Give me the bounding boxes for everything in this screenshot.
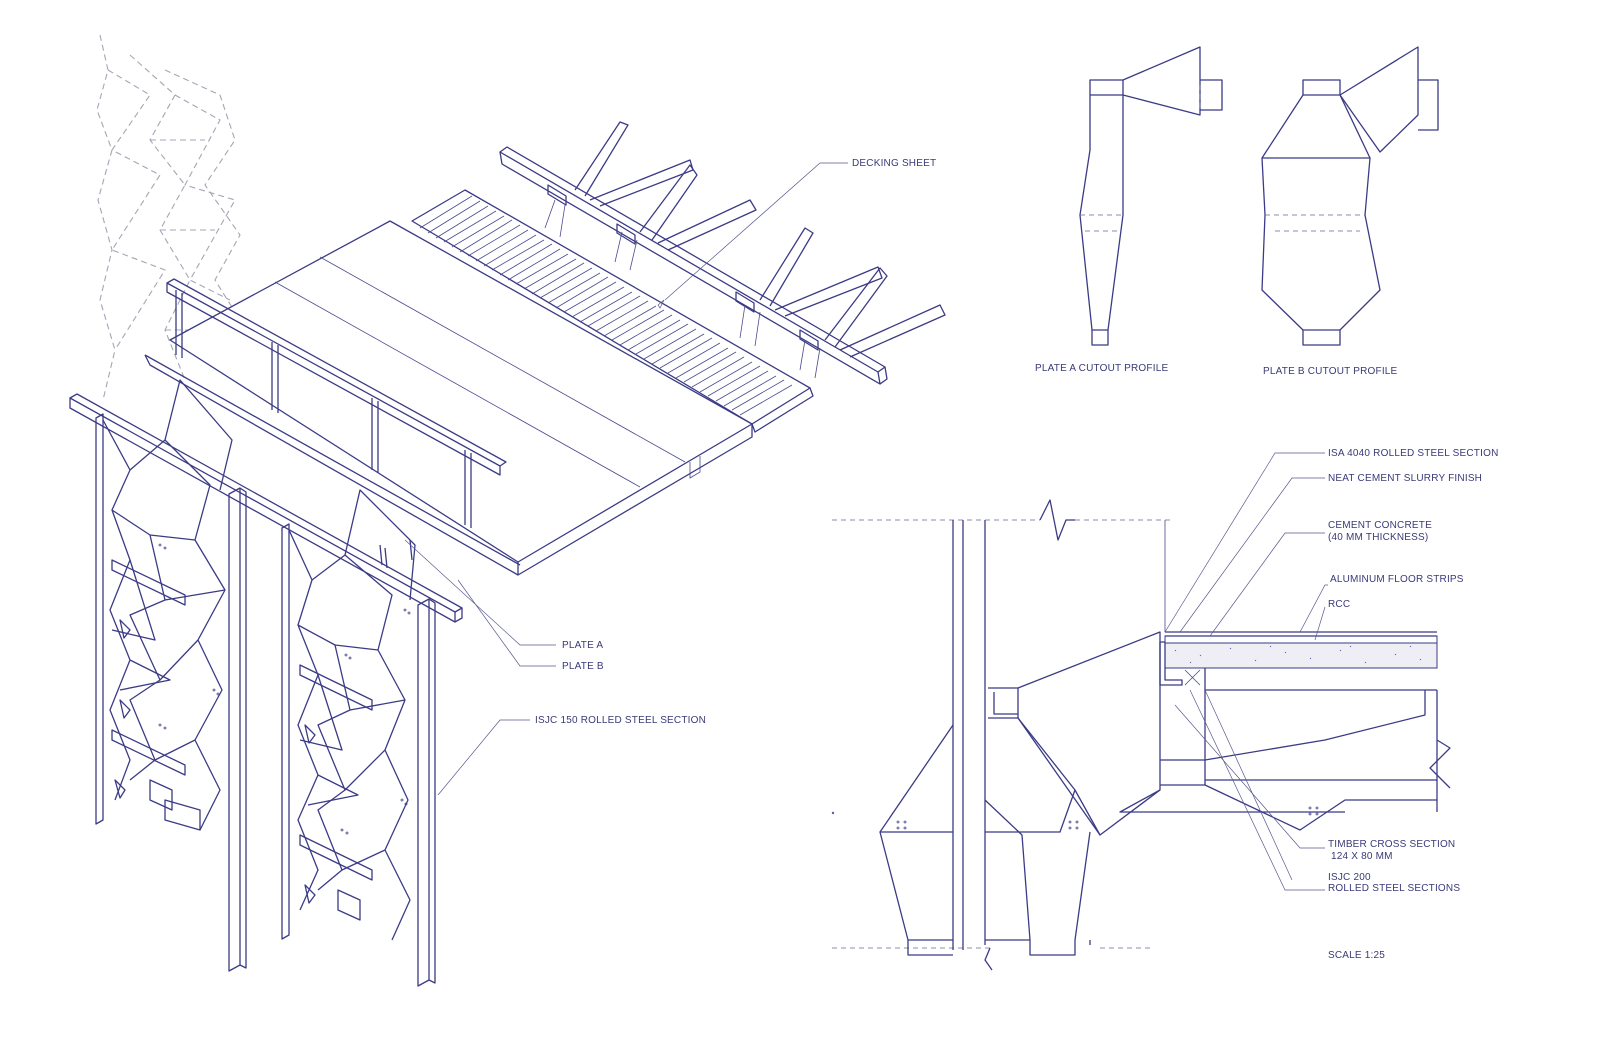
deck-slab — [144, 220, 753, 576]
left-column-assembly — [69, 379, 463, 972]
label-isa-4040: ISA 4040 ROLLED STEEL SECTION — [1328, 448, 1499, 459]
plate-b-profile — [1261, 46, 1439, 346]
corrugated-decking — [411, 189, 814, 433]
label-plate-a: PLATE A — [562, 640, 603, 651]
label-cement-concrete: CEMENT CONCRETE — [1328, 520, 1432, 531]
label-plate-b: PLATE B — [562, 661, 604, 672]
roof-truss-assembly — [499, 121, 946, 385]
iso-callouts: DECKING SHEET PLATE A PLATE B ISJC 150 R… — [404, 158, 936, 796]
label-isjc-150: ISJC 150 ROLLED STEEL SECTION — [535, 715, 706, 726]
label-scale: SCALE 1:25 — [1328, 950, 1385, 961]
plate-a-profile — [1079, 46, 1223, 346]
label-slurry-finish: NEAT CEMENT SLURRY FINISH — [1328, 473, 1482, 484]
label-isjc-200-sections: ROLLED STEEL SECTIONS — [1328, 883, 1460, 894]
cement-concrete-layer — [1164, 635, 1438, 644]
label-timber-section: TIMBER CROSS SECTION — [1328, 839, 1455, 850]
plate-a-profile-caption: PLATE A CUTOUT PROFILE — [1035, 363, 1168, 374]
label-aluminum-strips: ALUMINUM FLOOR STRIPS — [1330, 574, 1464, 585]
label-cement-thickness: (40 MM THICKNESS) — [1328, 532, 1428, 543]
label-timber-size: 124 X 80 MM — [1331, 851, 1393, 862]
right-column-assembly — [281, 489, 436, 987]
label-rcc: RCC — [1328, 599, 1350, 610]
plate-b-profile-caption: PLATE B CUTOUT PROFILE — [1263, 366, 1398, 377]
label-decking-sheet: DECKING SHEET — [852, 158, 936, 169]
section-callouts: ISA 4040 ROLLED STEEL SECTION NEAT CEMEN… — [1164, 448, 1499, 961]
section-detail — [831, 499, 1451, 971]
rcc-slab — [1164, 642, 1438, 669]
label-isjc-200: ISJC 200 — [1328, 872, 1371, 883]
